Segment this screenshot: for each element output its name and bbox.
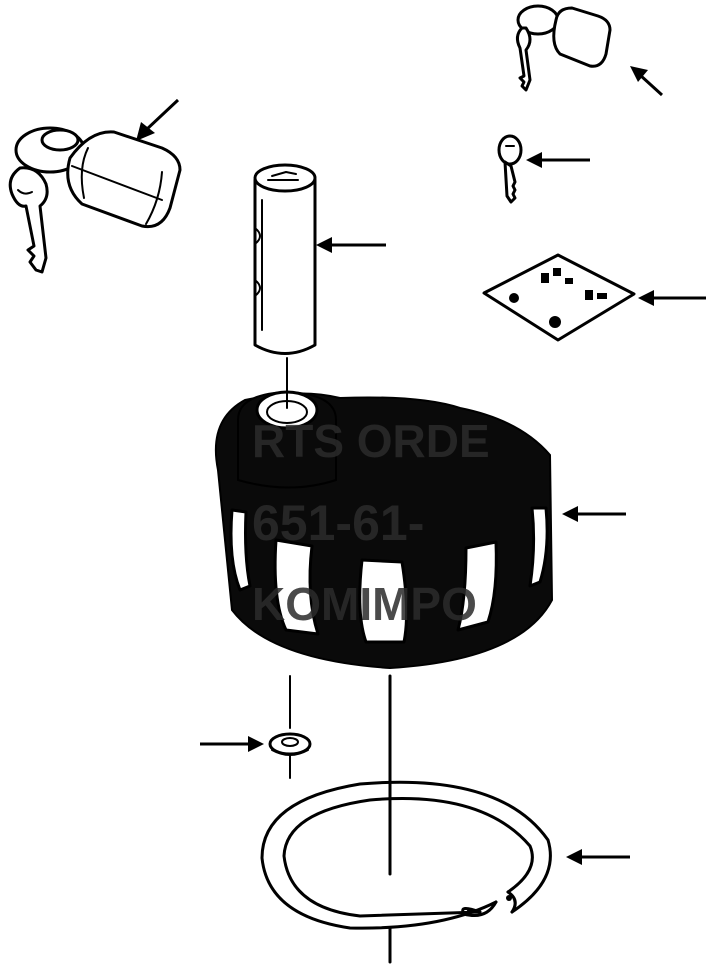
watermark-line2: 651-61- [252,495,424,551]
cap-grip-windows [229,506,549,644]
lock-cylinder [253,163,317,399]
padlock-large [8,126,218,274]
arrow-padlock-large [144,98,180,132]
snap-ring [260,780,552,964]
padlock-small [515,4,638,92]
arrow-padlock-small [638,73,664,97]
instruction-decal [482,253,636,342]
decal-symbols [509,268,607,328]
watermark-line3: KOMIMPO [252,578,477,630]
watermark-line1: RTS ORDE [252,415,490,467]
retainer-clip [268,675,312,779]
key [497,134,523,204]
fuel-cap: RTS ORDE 651-61- KOMIMPO [214,359,554,876]
